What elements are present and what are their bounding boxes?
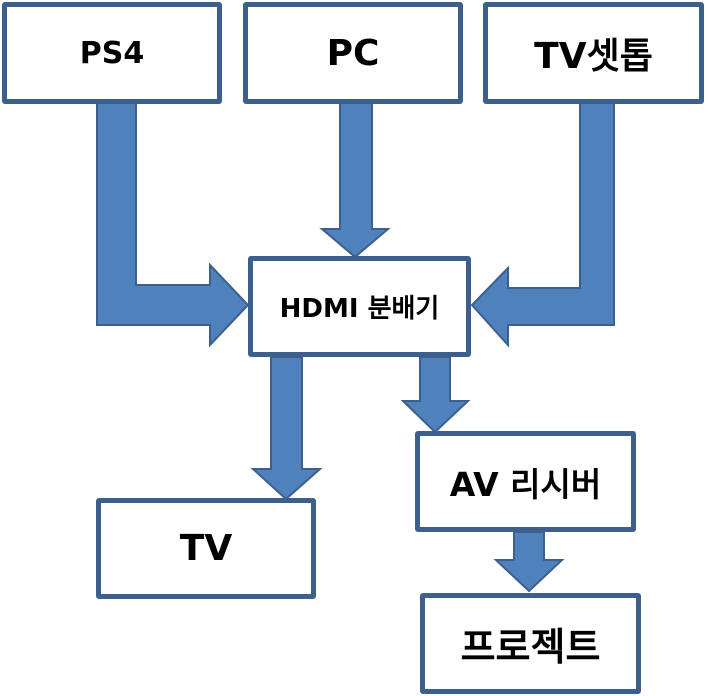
node-av-receiver: AV 리시버 — [415, 431, 636, 532]
node-label: PC — [326, 32, 380, 74]
node-projector: 프로젝트 — [420, 593, 641, 694]
node-label: HDMI 분배기 — [279, 294, 440, 324]
arrow-pc-to-hdmi — [319, 102, 391, 259]
node-label: TV — [179, 528, 233, 569]
arrow-hdmi-to-tv — [250, 356, 323, 501]
node-pc: PC — [243, 2, 463, 104]
node-label: 프로젝트 — [460, 625, 601, 669]
arrow-ps4-to-hdmi — [96, 102, 250, 348]
node-label: AV 리시버 — [449, 464, 602, 504]
node-ps4: PS4 — [2, 2, 222, 104]
arrow-av-to-projector — [493, 531, 565, 593]
node-tv: TV — [96, 498, 316, 599]
arrow-hdmi-to-av — [400, 356, 471, 434]
node-label: PS4 — [79, 35, 145, 71]
node-hdmi-splitter: HDMI 분배기 — [248, 256, 471, 357]
arrow-stb-to-hdmi — [470, 102, 615, 348]
node-label: TV셋톱 — [534, 36, 653, 77]
node-tv-settop: TV셋톱 — [483, 2, 704, 104]
